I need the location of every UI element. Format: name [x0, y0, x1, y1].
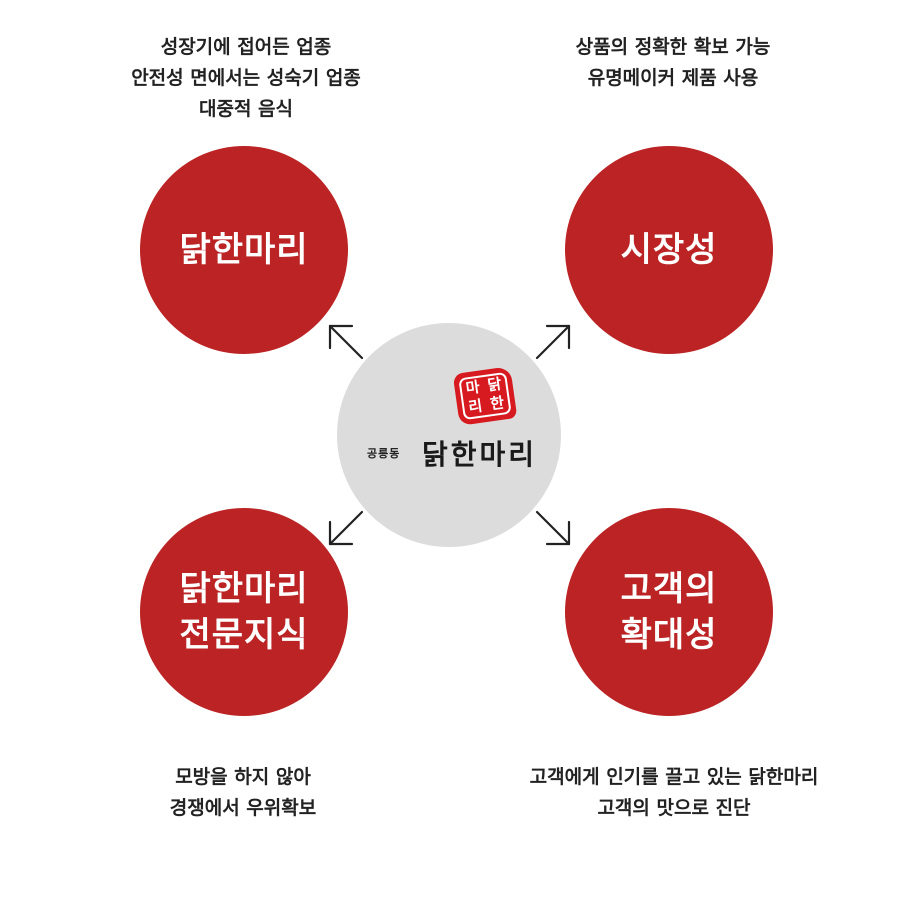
caption-top-left: 성장기에 접어든 업종 안전성 면에서는 성숙기 업종 대중적 음식	[76, 32, 416, 125]
caption-line: 고객의 맛으로 진단	[597, 797, 751, 819]
circle-top-right: 시장성	[565, 146, 773, 354]
arrow-bottom-left	[328, 510, 364, 546]
caption-line: 유명메이커 제품 사용	[587, 67, 759, 89]
circle-bottom-left: 닭한마리 전문지식	[140, 508, 348, 716]
caption-top-right: 상품의 정확한 확보 가능 유명메이커 제품 사용	[503, 32, 843, 94]
circle-label: 고객의	[620, 569, 718, 609]
caption-line: 고객에게 인기를 끌고 있는 닭한마리	[529, 766, 819, 788]
caption-bottom-right: 고객에게 인기를 끌고 있는 닭한마리 고객의 맛으로 진단	[494, 762, 854, 824]
circle-label: 닭한마리	[179, 569, 309, 609]
arrow-bottom-right	[535, 510, 571, 546]
center-logo-circle: 마 닭 리 한 공릉동 닭한마리	[337, 323, 561, 547]
seal-char: 한	[489, 393, 506, 414]
caption-line: 대중적 음식	[198, 98, 293, 120]
caption-bottom-left: 모방을 하지 않아 경쟁에서 우위확보	[73, 762, 413, 824]
logo-brand-text: 닭한마리	[422, 438, 538, 471]
seal-frame: 마 닭 리 한	[458, 371, 512, 421]
circle-bottom-right: 고객의 확대성	[565, 508, 773, 716]
circle-top-left: 닭한마리	[140, 146, 348, 354]
caption-line: 안전성 면에서는 성숙기 업종	[131, 67, 361, 89]
seal-char: 리	[467, 396, 484, 417]
caption-line: 성장기에 접어든 업종	[160, 36, 332, 58]
circle-label: 시장성	[620, 230, 718, 270]
circle-label: 닭한마리	[179, 230, 309, 270]
circle-label: 전문지식	[179, 615, 309, 655]
seal-stamp: 마 닭 리 한	[452, 366, 518, 426]
caption-line: 상품의 정확한 확보 가능	[575, 36, 771, 58]
caption-line: 경쟁에서 우위확보	[169, 797, 317, 819]
circle-label: 확대성	[620, 615, 718, 655]
seal-char: 닭	[486, 374, 503, 395]
logo-location-text: 공릉동	[367, 447, 401, 460]
arrow-top-right	[535, 324, 571, 360]
arrow-top-left	[328, 324, 364, 360]
seal-char: 마	[464, 377, 481, 398]
caption-line: 모방을 하지 않아	[175, 766, 311, 788]
